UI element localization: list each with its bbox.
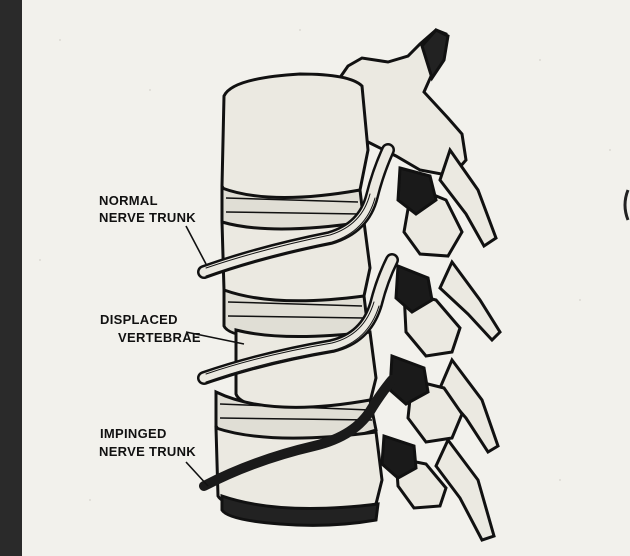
vertebral-bodies <box>216 74 382 525</box>
vertebral-body-1 <box>222 74 368 203</box>
leader-impinged-nerve <box>186 462 208 486</box>
foramen-shadow-4 <box>382 436 416 478</box>
edge-mark <box>625 190 628 220</box>
label-impinged-nerve-line2: NERVE TRUNK <box>99 444 196 459</box>
label-displaced-vertebrae-line2: VERTEBRAE <box>118 330 201 345</box>
label-normal-nerve-line1: NORMAL <box>99 193 158 208</box>
leader-normal-nerve <box>186 226 206 264</box>
label-impinged-nerve-line1: IMPINGED <box>100 426 167 441</box>
label-displaced-vertebrae-line1: DISPLACED <box>100 312 178 327</box>
label-normal-nerve-line2: NERVE TRUNK <box>99 210 196 225</box>
